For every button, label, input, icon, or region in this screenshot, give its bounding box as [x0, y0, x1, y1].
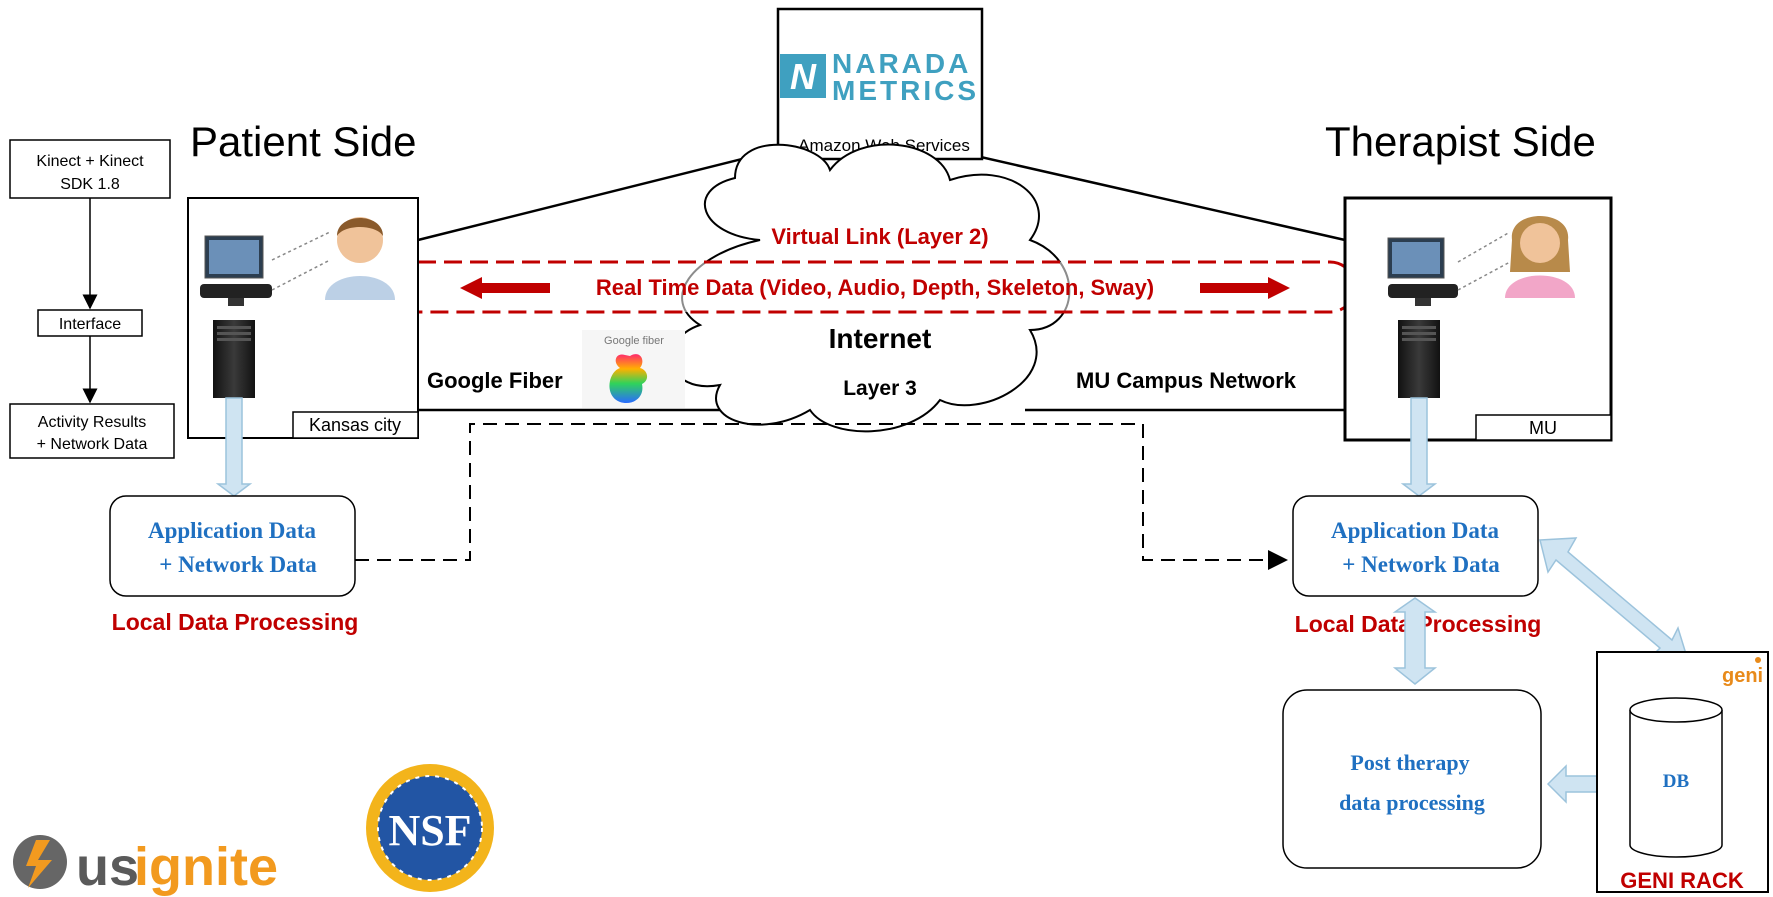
google-fiber-logo: Google fiber	[582, 330, 685, 408]
realtime-data-label: Real Time Data (Video, Audio, Depth, Ske…	[596, 275, 1154, 300]
nsf-logo: NSF	[366, 764, 494, 892]
post-therapy-line1: Post therapy	[1350, 750, 1469, 775]
post-therapy-line2: data processing	[1339, 790, 1485, 815]
upload-arrows	[215, 397, 1438, 497]
post-processing-arrow	[1392, 597, 1438, 685]
left-flow: Kinect + Kinect SDK 1.8 Interface Activi…	[9, 139, 175, 459]
svg-text:Google fiber: Google fiber	[604, 335, 664, 347]
patient-location-label: Kansas city	[309, 415, 401, 435]
patient-local-data: Application Data + Network Data Local Da…	[109, 495, 359, 635]
geni-rack: geni DB GENI RACK	[1596, 651, 1769, 893]
interface-box	[37, 309, 143, 337]
network-links	[417, 148, 1346, 412]
kinect-sdk-line2: SDK 1.8	[60, 176, 120, 193]
aws-box: N NARADA METRICS Amazon Web Services	[776, 7, 984, 161]
therapist-kinect-icon	[1388, 284, 1458, 298]
therapist-side-title: Therapist Side	[1325, 118, 1596, 165]
realtime-arrows	[460, 277, 1290, 299]
narada-logo-text-2: METRICS	[832, 75, 979, 106]
kinect-sdk-box	[9, 139, 171, 199]
patient-site: Kansas city	[187, 197, 419, 439]
therapist-app-data-line1: Application Data	[1331, 518, 1500, 543]
activity-results-line2: + Network Data	[37, 436, 148, 453]
patient-app-data-line2: + Network Data	[159, 552, 317, 577]
interface-label: Interface	[59, 316, 121, 333]
kinect-sdk-line1: Kinect + Kinect	[36, 153, 144, 170]
patient-avatar-icon	[325, 217, 395, 300]
virtual-link-label: Virtual Link (Layer 2)	[771, 224, 988, 249]
mu-campus-network-label: MU Campus Network	[1076, 368, 1297, 393]
google-fiber-label: Google Fiber	[427, 368, 563, 393]
svg-text:ignite: ignite	[134, 837, 278, 897]
activity-results-box	[9, 403, 175, 459]
geni-logo-icon: geni	[1722, 657, 1763, 687]
patient-kinect-icon	[200, 284, 272, 298]
patient-side-title: Patient Side	[190, 118, 417, 165]
therapist-app-data-line2: + Network Data	[1342, 552, 1500, 577]
layer3-label: Layer 3	[843, 377, 917, 400]
svg-text:us: us	[76, 837, 139, 897]
narada-logo-text-1: NARADA	[832, 48, 971, 79]
data-sync-dashed-line	[355, 423, 1288, 570]
usignite-logo: us ignite	[13, 835, 278, 897]
internet-label: Internet	[829, 323, 932, 354]
patient-server-icon	[213, 320, 255, 398]
svg-text:N: N	[790, 56, 817, 97]
activity-results-line1: Activity Results	[38, 414, 146, 431]
svg-text:geni: geni	[1722, 665, 1763, 687]
patient-local-processing: Local Data Processing	[112, 609, 359, 635]
post-therapy-box: Post therapy data processing	[1282, 689, 1542, 869]
therapist-site: MU	[1343, 196, 1613, 442]
therapist-local-data: Application Data + Network Data Local Da…	[1292, 495, 1541, 637]
db-cylinder-icon	[1629, 697, 1723, 858]
therapist-server-icon	[1398, 320, 1440, 398]
patient-app-data-line1: Application Data	[148, 518, 317, 543]
svg-text:NSF: NSF	[388, 806, 471, 855]
narada-logo-icon	[780, 54, 826, 98]
db-label: DB	[1663, 771, 1690, 792]
geni-rack-label: GENI RACK	[1620, 868, 1744, 893]
therapist-avatar-icon	[1505, 216, 1575, 298]
therapist-location-label: MU	[1529, 418, 1557, 438]
geni-sync-arrow	[1539, 537, 1687, 659]
